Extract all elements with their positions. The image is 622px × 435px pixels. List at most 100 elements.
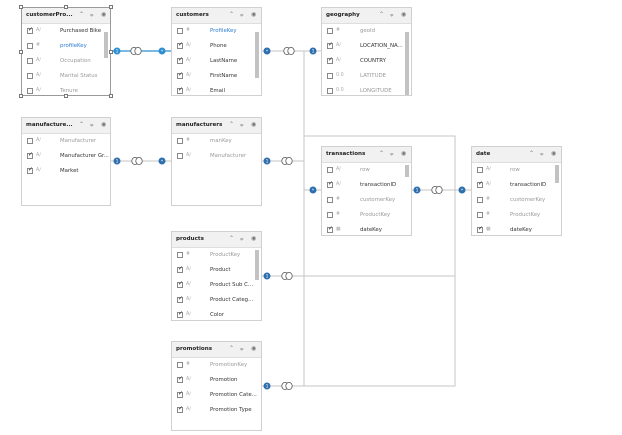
- chevron-up-down-icon[interactable]: ⌃: [229, 121, 235, 128]
- table-date[interactable]: date⌃⩦◉A∕rowA∕transactionID#customerKey#…: [471, 146, 562, 236]
- field-row[interactable]: A∕FirstName: [172, 69, 261, 84]
- table-manufacturer[interactable]: manufacture...⌃⩦◉A∕ManufacturerA∕Manufac…: [21, 117, 111, 206]
- filter-icon[interactable]: ⩦: [90, 121, 94, 128]
- field-checkbox[interactable]: [27, 88, 33, 94]
- field-row[interactable]: A∕COUNTRY: [322, 54, 411, 69]
- resize-handle[interactable]: [64, 94, 68, 98]
- table-header[interactable]: manufacturers⌃⩦◉: [172, 118, 261, 134]
- field-row[interactable]: A∕Manufacturer: [22, 134, 110, 149]
- table-products[interactable]: products⌃⩦◉#ProductKeyA∕ProductA∕Product…: [171, 231, 262, 321]
- scrollbar-thumb[interactable]: [405, 32, 409, 95]
- field-row[interactable]: A∕Purchased Bike: [22, 24, 110, 39]
- filter-icon[interactable]: ⩦: [540, 150, 544, 157]
- scrollbar-thumb[interactable]: [104, 32, 108, 58]
- table-customers[interactable]: customers⌃⩦◉#ProfileKeyA∕PhoneA∕LastName…: [171, 7, 262, 96]
- table-header[interactable]: customers⌃⩦◉: [172, 8, 261, 24]
- field-checkbox[interactable]: [327, 73, 333, 79]
- field-checkbox[interactable]: [177, 280, 183, 288]
- field-checkbox[interactable]: [327, 56, 333, 64]
- table-header[interactable]: date⌃⩦◉: [472, 147, 561, 163]
- field-row[interactable]: A∕Promotion Type: [172, 403, 261, 418]
- chevron-up-down-icon[interactable]: ⌃: [229, 345, 235, 352]
- eye-icon[interactable]: ◉: [401, 150, 407, 157]
- field-checkbox[interactable]: [177, 71, 183, 79]
- field-row[interactable]: #ProductKey: [172, 248, 261, 263]
- eye-icon[interactable]: ◉: [251, 345, 257, 352]
- table-header[interactable]: promotions⌃⩦◉: [172, 342, 261, 358]
- field-checkbox[interactable]: [177, 375, 183, 383]
- field-row[interactable]: A∕Product Sub C...: [172, 278, 261, 293]
- table-header[interactable]: transactions⌃⩦◉: [322, 147, 411, 163]
- field-row[interactable]: A∕Product: [172, 263, 261, 278]
- field-checkbox[interactable]: [327, 41, 333, 49]
- field-checkbox[interactable]: [327, 28, 333, 34]
- chevron-up-down-icon[interactable]: ⌃: [79, 11, 85, 18]
- resize-handle[interactable]: [19, 50, 23, 54]
- field-row[interactable]: A∕Phone: [172, 39, 261, 54]
- field-checkbox[interactable]: [177, 41, 183, 49]
- field-checkbox[interactable]: [177, 56, 183, 64]
- scrollbar-thumb[interactable]: [255, 250, 259, 280]
- field-row[interactable]: A∕Market: [22, 164, 110, 179]
- eye-icon[interactable]: ◉: [251, 121, 257, 128]
- field-checkbox[interactable]: [327, 212, 333, 218]
- field-checkbox[interactable]: [177, 28, 183, 34]
- field-row[interactable]: A∕row: [322, 163, 411, 178]
- field-row[interactable]: A∕Promotion Cate...: [172, 388, 261, 403]
- eye-icon[interactable]: ◉: [251, 235, 257, 242]
- chevron-up-down-icon[interactable]: ⌃: [229, 235, 235, 242]
- resize-handle[interactable]: [109, 50, 113, 54]
- field-checkbox[interactable]: [327, 180, 333, 188]
- field-row[interactable]: A∕Manufacturer: [172, 149, 261, 164]
- chevron-up-down-icon[interactable]: ⌃: [529, 150, 535, 157]
- resize-handle[interactable]: [64, 5, 68, 9]
- field-checkbox[interactable]: [177, 86, 183, 94]
- field-row[interactable]: A∕row: [472, 163, 561, 178]
- chevron-up-down-icon[interactable]: ⌃: [379, 11, 385, 18]
- field-row[interactable]: A∕Marital Status: [22, 69, 110, 84]
- eye-icon[interactable]: ◉: [551, 150, 557, 157]
- field-row[interactable]: A∕transactionID: [322, 178, 411, 193]
- field-checkbox[interactable]: [177, 265, 183, 273]
- field-row[interactable]: A∕Promotion: [172, 373, 261, 388]
- resize-handle[interactable]: [109, 5, 113, 9]
- field-checkbox[interactable]: [177, 405, 183, 413]
- table-customerprofile[interactable]: customerPro...⌃⩦◉A∕Purchased Bike#profil…: [21, 7, 111, 96]
- table-header[interactable]: customerPro...⌃⩦◉: [22, 8, 110, 24]
- table-geography[interactable]: geography⌃⩦◉#geoIdA∕LOCATION_NA...A∕COUN…: [321, 7, 412, 96]
- chevron-up-down-icon[interactable]: ⌃: [379, 150, 385, 157]
- field-checkbox[interactable]: [27, 151, 33, 159]
- filter-icon[interactable]: ⩦: [240, 235, 244, 242]
- filter-icon[interactable]: ⩦: [240, 11, 244, 18]
- field-row[interactable]: #profileKey: [22, 39, 110, 54]
- field-row[interactable]: #ProfileKey: [172, 24, 261, 39]
- chevron-up-down-icon[interactable]: ⌃: [79, 121, 85, 128]
- filter-icon[interactable]: ⩦: [90, 11, 94, 18]
- field-checkbox[interactable]: [177, 390, 183, 398]
- field-row[interactable]: #manKey: [172, 134, 261, 149]
- eye-icon[interactable]: ◉: [401, 11, 407, 18]
- field-row[interactable]: #PromotionKey: [172, 358, 261, 373]
- field-row[interactable]: ▦dateKey: [472, 223, 561, 235]
- field-checkbox[interactable]: [327, 167, 333, 173]
- field-checkbox[interactable]: [477, 212, 483, 218]
- scrollbar-thumb[interactable]: [405, 165, 409, 177]
- field-checkbox[interactable]: [27, 73, 33, 79]
- chevron-up-down-icon[interactable]: ⌃: [229, 11, 235, 18]
- field-checkbox[interactable]: [327, 225, 333, 233]
- field-checkbox[interactable]: [27, 166, 33, 174]
- field-row[interactable]: A∕Color: [172, 308, 261, 320]
- eye-icon[interactable]: ◉: [101, 121, 107, 128]
- filter-icon[interactable]: ⩦: [240, 345, 244, 352]
- field-checkbox[interactable]: [27, 138, 33, 144]
- field-row[interactable]: A∕LOCATION_NA...: [322, 39, 411, 54]
- field-checkbox[interactable]: [177, 153, 183, 159]
- field-row[interactable]: #geoId: [322, 24, 411, 39]
- field-checkbox[interactable]: [27, 26, 33, 34]
- field-checkbox[interactable]: [327, 88, 333, 94]
- field-checkbox[interactable]: [177, 138, 183, 144]
- field-row[interactable]: ▦dateKey: [322, 223, 411, 235]
- field-row[interactable]: A∕Product Categ...: [172, 293, 261, 308]
